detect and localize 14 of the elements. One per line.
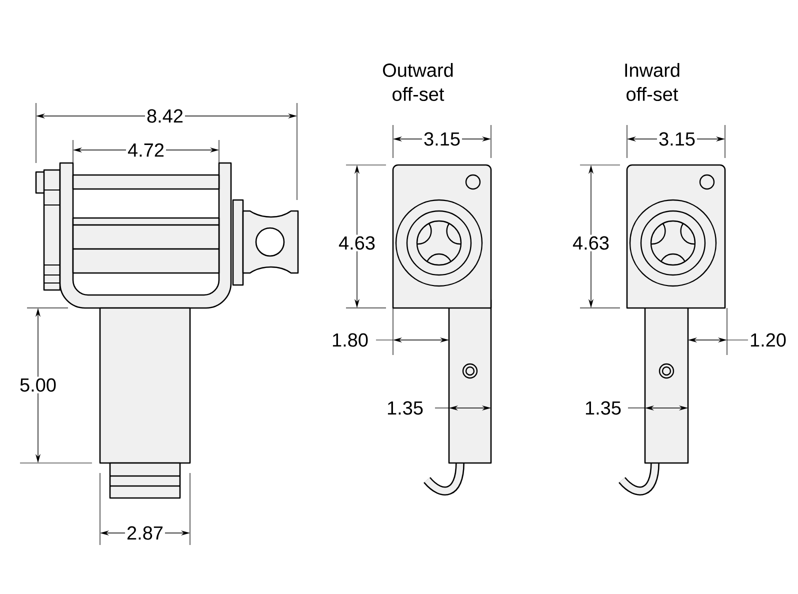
dimension-label: 4.63	[337, 234, 377, 252]
dimension-label: 1.20	[748, 332, 788, 348]
dimension-label: 3.15	[422, 130, 462, 148]
dimension-label: 3.15	[657, 130, 697, 148]
view-title: Outward off-set	[383, 63, 453, 101]
dimension-label: 1.35	[583, 400, 623, 416]
dimension-label: 5.00	[18, 376, 58, 394]
dimension-label: 1.80	[330, 332, 370, 348]
dimension-label: 4.72	[126, 142, 166, 158]
view-title: Inward off-set	[625, 63, 680, 101]
dimension-label: 8.42	[145, 108, 185, 124]
dimension-label: 1.35	[385, 400, 425, 416]
dimension-label: 4.63	[571, 234, 611, 252]
dimension-label: 2.87	[125, 524, 165, 542]
